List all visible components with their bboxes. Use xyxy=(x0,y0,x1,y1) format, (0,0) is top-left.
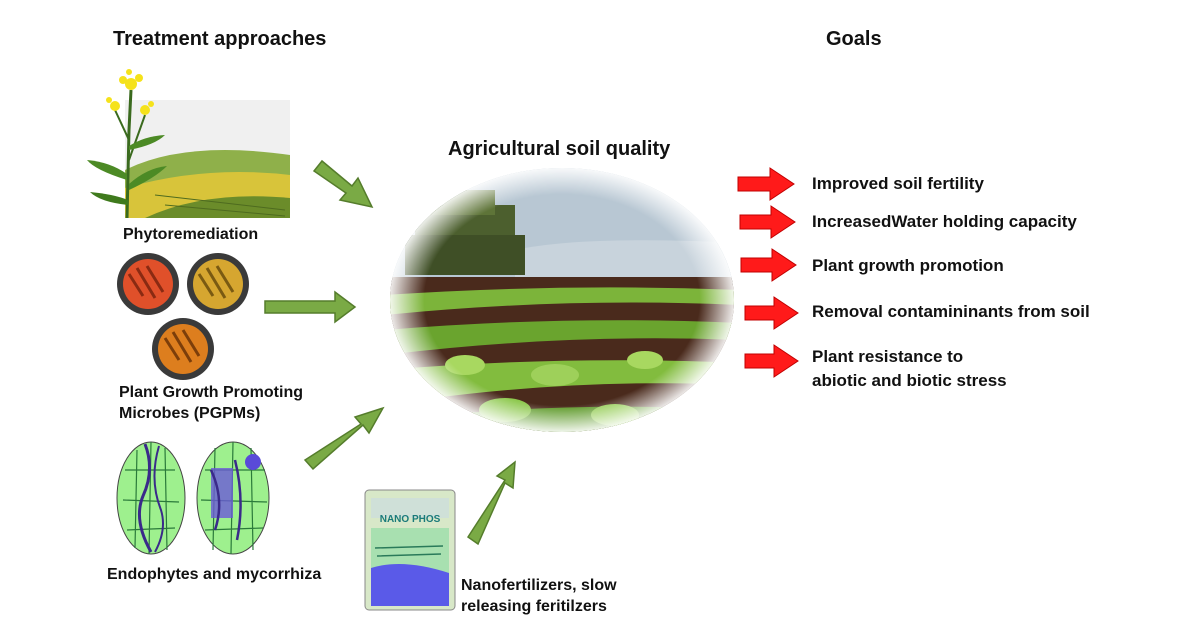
red-arrow-3 xyxy=(740,248,797,282)
goal-4: Removal contamininants from soil xyxy=(812,302,1090,321)
goal-5-line2: abiotic and biotic stress xyxy=(812,371,1007,390)
goals-heading: Goals xyxy=(826,28,882,50)
red-arrow-1 xyxy=(737,167,795,201)
bag-label: NANO PHOS xyxy=(380,514,441,525)
root-cell-micrograph-illustration xyxy=(116,441,270,555)
goal-3: Plant growth promotion xyxy=(812,256,1004,275)
pgpm-label-line2: Microbes (PGPMs) xyxy=(119,405,261,422)
goal-2: IncreasedWater holding capacity xyxy=(812,212,1077,231)
pgpm-label-line1: Plant Growth Promoting xyxy=(119,384,303,401)
phytoremediation-label: Phytoremediation xyxy=(123,226,259,243)
center-title: Agricultural soil quality xyxy=(448,138,671,160)
endophytes-label: Endophytes and mycorrhiza xyxy=(107,566,322,583)
petri-dish-cultures-illustration xyxy=(117,253,249,380)
rapeseed-plant-field-illustration xyxy=(87,69,290,219)
fertilizer-bag-illustration: NANO PHOS xyxy=(364,489,456,611)
goal-5-line1: Plant resistance to xyxy=(812,347,964,366)
crop-field-tractor-illustration xyxy=(390,168,734,432)
red-arrow-5 xyxy=(744,344,799,378)
treatment-approaches-heading: Treatment approaches xyxy=(113,28,327,50)
nano-label-line1: Nanofertilizers, slow xyxy=(461,577,617,594)
red-arrow-4 xyxy=(744,296,799,330)
nano-label-line2: releasing feritilzers xyxy=(461,598,607,615)
red-arrow-2 xyxy=(739,205,796,239)
goal-1: Improved soil fertility xyxy=(812,174,984,193)
